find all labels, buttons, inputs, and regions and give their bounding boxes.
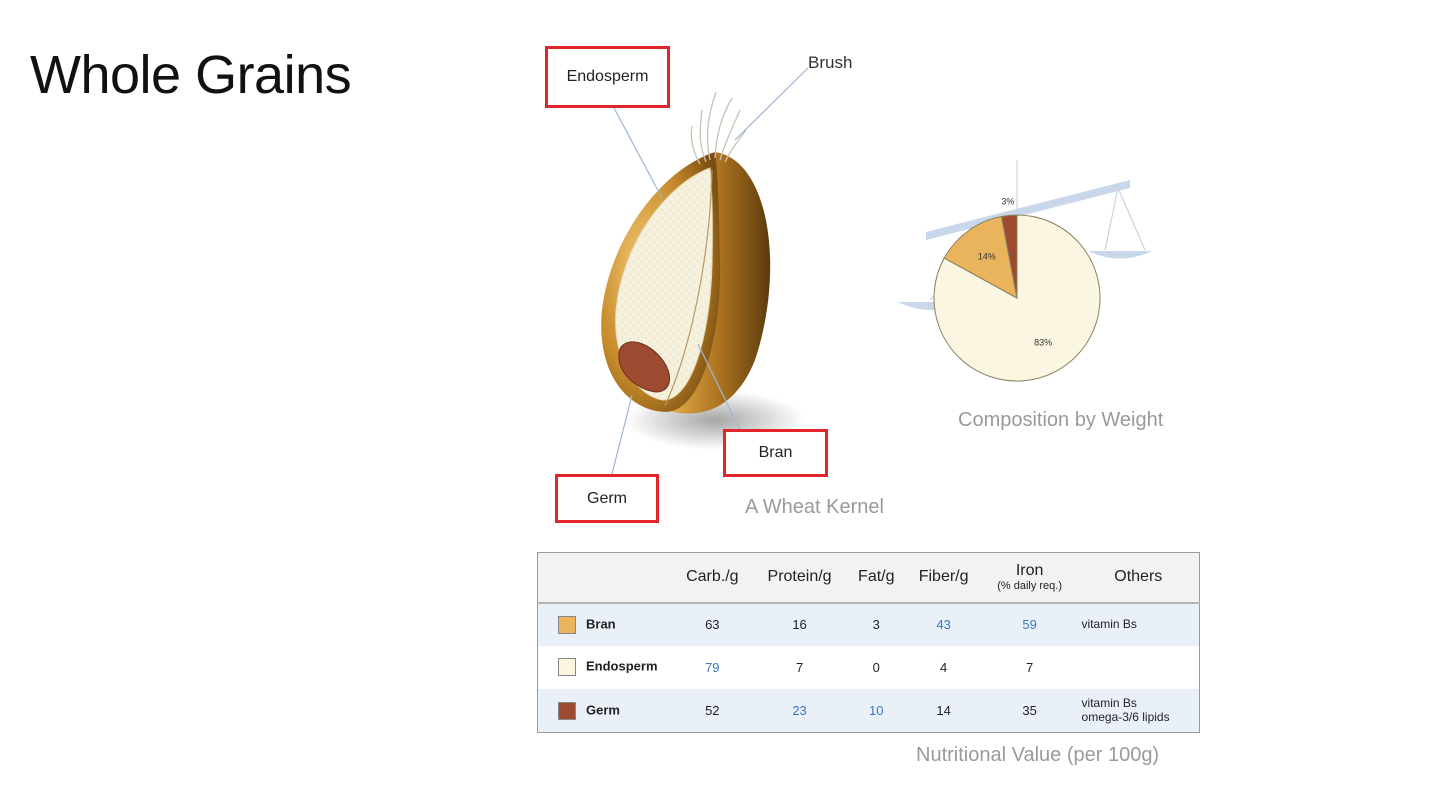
slide-title: Whole Grains [30,45,352,105]
cell-iron: 59 [1022,617,1037,633]
table-row-endosperm: Endosperm 79 7 0 4 7 [538,646,1200,689]
others-line-2: omega-3/6 lipids [1081,709,1170,724]
composition-pie-chart: 83% 14% 3% [898,160,1152,382]
pie-slice-germ [1000,214,1018,299]
others-line-1: vitamin Bs [1081,696,1137,711]
scale-pan-right [1088,251,1152,259]
swatch-germ [558,701,576,720]
germ-embryo [618,341,671,393]
row-name: Endosperm [586,658,658,674]
nutrition-table: Carb./g Protein/g Fat/g Fiber/g Iron(% d… [537,552,1200,733]
col-header-iron: Iron(% daily req.) [982,553,1078,603]
callout-germ: Germ [555,474,659,523]
brush-hairs [690,91,747,165]
col-header-fat: Fat/g [858,568,895,586]
col-header-name [538,553,673,603]
col-header-protein: Protein/g [767,568,832,586]
cell-protein: 23 [792,703,807,719]
row-name-cell: Germ [538,689,673,732]
cell-fat: 10 [869,703,884,719]
col-header-fiber: Fiber/g [918,568,969,586]
callout-bran: Bran [723,429,828,477]
cell-iron: 35 [1022,703,1037,719]
kernel-caption: A Wheat Kernel [745,496,884,518]
nutrition-caption: Nutritional Value (per 100g) [916,744,1160,766]
col-header-others: Others [1114,568,1163,586]
cell-fat: 0 [872,659,880,675]
composition-caption: Composition by Weight [958,409,1164,431]
others-line-1: vitamin Bs [1081,617,1137,632]
endosperm-cut-face [615,167,713,401]
table-header-row: Carb./g Protein/g Fat/g Fiber/g Iron(% d… [537,552,1200,603]
cell-others [1078,646,1200,689]
cell-fiber: 4 [940,659,948,675]
swatch-bran [558,615,576,634]
row-name-cell: Endosperm [538,646,673,689]
wheat-kernel-illustration [601,67,809,475]
iron-label: Iron [1015,562,1044,580]
pie-label-endosperm: 83% [1034,337,1052,347]
pie-label-germ: 3% [1001,196,1014,206]
cell-fat: 3 [872,617,880,633]
cell-carb: 79 [705,659,720,675]
pie-slice-bran [943,215,1018,299]
cell-fiber: 43 [936,617,951,633]
cell-carb: 52 [705,703,720,719]
col-header-carb: Carb./g [686,568,739,586]
callout-leader-lines [611,67,809,475]
callout-endosperm: Endosperm [545,46,670,108]
swatch-endosperm [558,658,576,677]
cell-fiber: 14 [936,703,951,719]
row-name: Germ [586,702,620,718]
row-name: Bran [586,616,616,632]
row-name-cell: Bran [538,603,673,646]
cell-protein: 7 [795,659,804,675]
table-row-bran: Bran 63 16 3 43 59 vitamin Bs [537,602,1200,646]
cell-protein: 16 [792,617,807,633]
pie-label-bran: 14% [978,251,996,261]
iron-sub-label: (% daily req.) [997,580,1062,593]
callout-brush: Brush [808,53,853,72]
cell-carb: 63 [705,617,720,633]
cell-iron: 7 [1025,659,1034,675]
cell-others: vitamin Bs [1078,603,1200,646]
kernel-crease [664,169,713,407]
